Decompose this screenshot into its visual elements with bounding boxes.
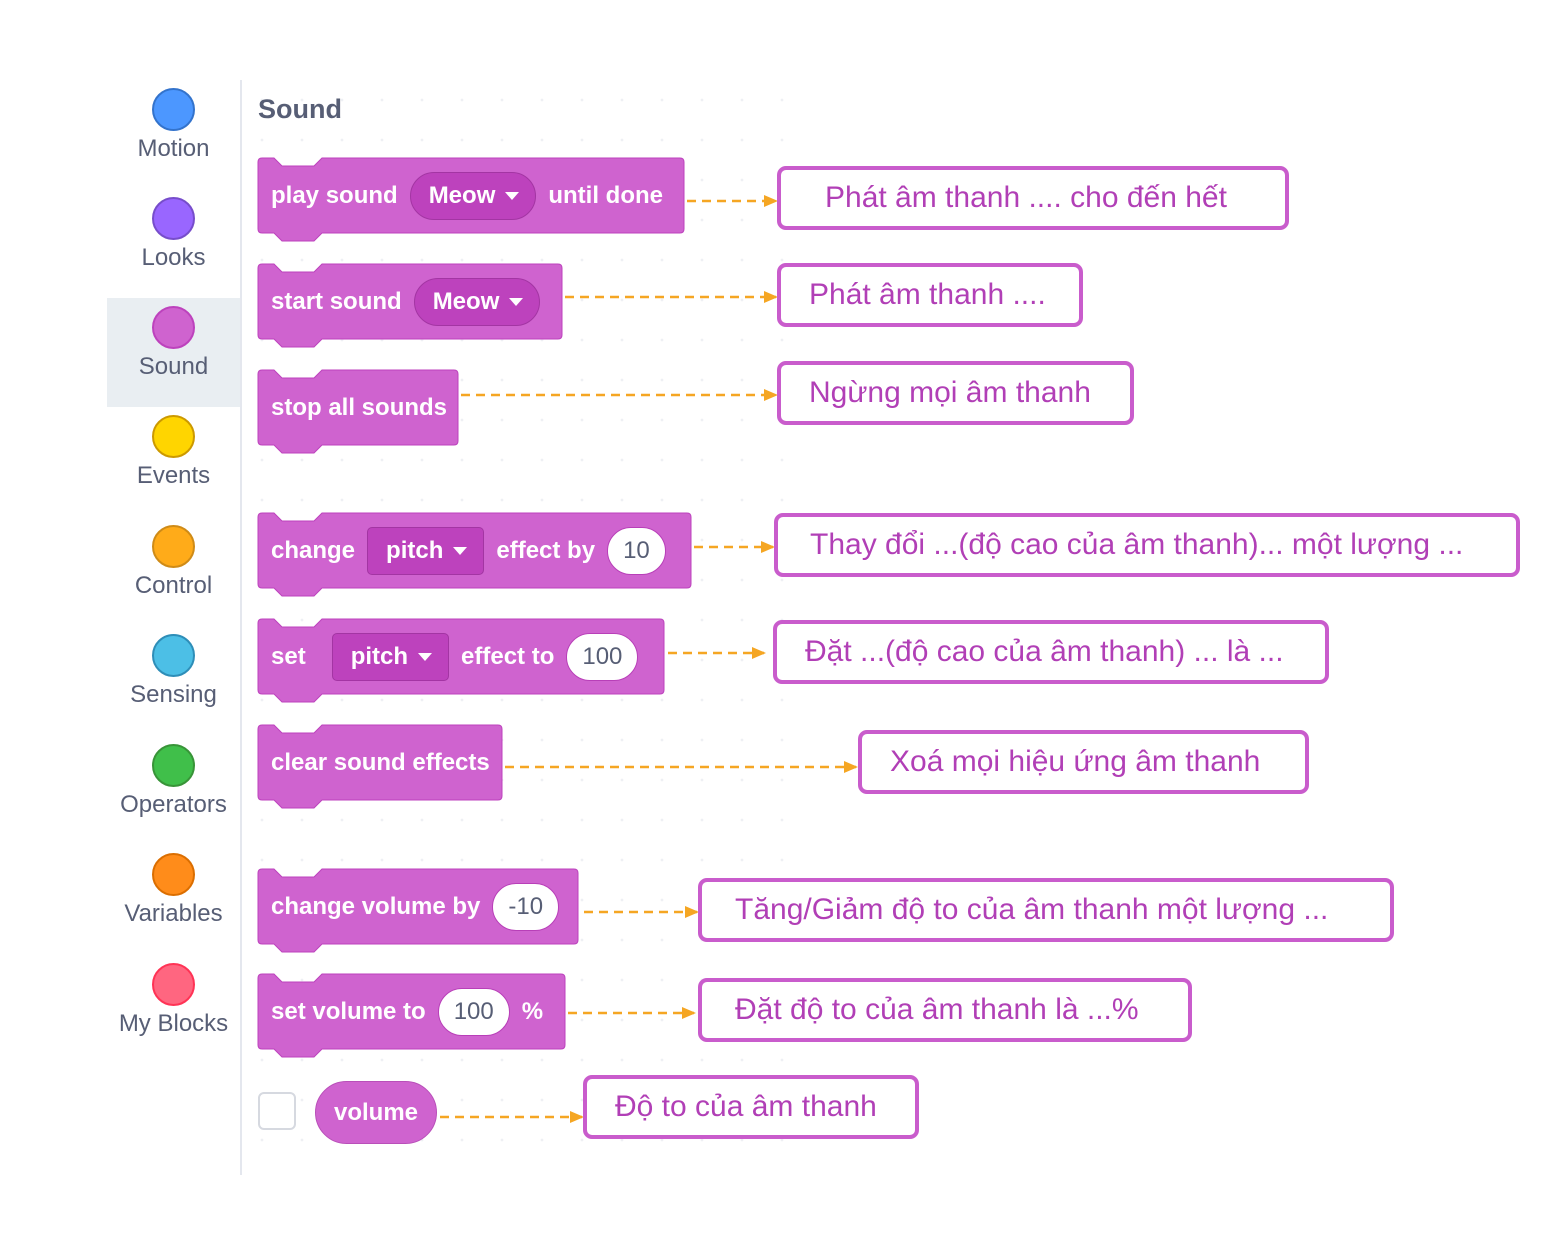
- category-sensing[interactable]: Sensing: [107, 626, 240, 735]
- block-text: clear sound effects: [271, 748, 490, 776]
- volume-value-input[interactable]: 100: [437, 987, 510, 1036]
- dropdown-caret-icon: [509, 297, 524, 306]
- operators-color-dot: [152, 744, 195, 787]
- block-body: [257, 724, 503, 809]
- my-blocks-color-dot: [152, 963, 195, 1006]
- block-shape: [257, 724, 503, 809]
- volume-amount-input[interactable]: -10: [492, 882, 560, 931]
- category-control[interactable]: Control: [107, 517, 240, 626]
- category-label: Sound: [138, 353, 209, 380]
- annotation-change-volume: Tăng/Giảm độ to của âm thanh một lượng .…: [698, 878, 1394, 942]
- category-my-blocks[interactable]: My Blocks: [107, 955, 240, 1064]
- annotation-set-effect: Đặt ...(độ cao của âm thanh) ... là ...: [773, 620, 1329, 684]
- annotation-volume-reporter: Độ to của âm thanh: [583, 1075, 919, 1139]
- motion-color-dot: [152, 88, 195, 131]
- dropdown-caret-icon: [505, 191, 520, 200]
- effect-amount-input[interactable]: 10: [607, 526, 666, 575]
- block-text: start sound: [271, 287, 402, 315]
- variables-color-dot: [152, 853, 195, 896]
- looks-color-dot: [152, 197, 195, 240]
- dropdown-caret-icon: [418, 652, 433, 661]
- category-label: Operators: [120, 791, 227, 818]
- category-variables[interactable]: Variables: [107, 845, 240, 954]
- sound-dropdown[interactable]: Meow: [413, 277, 541, 326]
- category-label: Looks: [141, 244, 206, 271]
- control-color-dot: [152, 525, 195, 568]
- block-text: stop all sounds: [271, 393, 448, 421]
- category-label: Control: [134, 572, 213, 599]
- category-looks[interactable]: Looks: [107, 189, 240, 298]
- category-label: Variables: [124, 900, 223, 927]
- annotation-change-effect: Thay đổi ...(độ cao của âm thanh)... một…: [774, 513, 1520, 577]
- block-text: effect to: [461, 642, 555, 670]
- block-text: set: [271, 642, 306, 670]
- sensing-color-dot: [152, 634, 195, 677]
- annotation-text: Đặt ...(độ cao của âm thanh) ... là ...: [805, 635, 1284, 668]
- block-shape: [257, 369, 459, 454]
- volume-reporter-block[interactable]: volume: [315, 1081, 437, 1144]
- category-motion[interactable]: Motion: [107, 80, 240, 189]
- block-text: volume: [333, 1098, 419, 1126]
- annotation-text: Ngừng mọi âm thanh: [809, 376, 1091, 409]
- category-events[interactable]: Events: [107, 407, 240, 516]
- dropdown-caret-icon: [453, 546, 468, 555]
- block-text: until done: [548, 181, 664, 209]
- category-sound[interactable]: Sound: [107, 298, 240, 407]
- annotation-text: Phát âm thanh ....: [809, 278, 1046, 311]
- annotation-text: Xoá mọi hiệu ứng âm thanh: [890, 745, 1261, 778]
- annotation-play-sound-until-done: Phát âm thanh .... cho đến hết: [777, 166, 1289, 230]
- category-label: My Blocks: [118, 1010, 229, 1037]
- effect-value-input[interactable]: 100: [566, 632, 639, 681]
- annotation-start-sound: Phát âm thanh ....: [777, 263, 1083, 327]
- dropdown-value: Meow: [432, 287, 500, 315]
- events-color-dot: [152, 415, 195, 458]
- category-label: Motion: [137, 135, 210, 162]
- dropdown-value: pitch: [350, 642, 409, 670]
- annotation-stop-all-sounds: Ngừng mọi âm thanh: [777, 361, 1134, 425]
- annotation-text: Tăng/Giảm độ to của âm thanh một lượng .…: [735, 893, 1329, 926]
- dropdown-value: pitch: [386, 536, 444, 564]
- annotation-text: Thay đổi ...(độ cao của âm thanh)... một…: [810, 528, 1464, 561]
- annotation-set-volume: Đặt độ to của âm thanh là ...%: [698, 978, 1192, 1042]
- annotation-text: Phát âm thanh .... cho đến hết: [825, 181, 1227, 214]
- block-text: effect by: [496, 536, 596, 564]
- block-text: change: [271, 536, 356, 564]
- annotation-clear-effects: Xoá mọi hiệu ứng âm thanh: [858, 730, 1309, 794]
- block-text: set volume to: [271, 997, 426, 1025]
- block-body: [257, 369, 459, 454]
- sound-color-dot: [152, 306, 195, 349]
- category-menu: Motion Looks Sound Events Control Sensin…: [107, 80, 242, 1175]
- annotation-text: Độ to của âm thanh: [615, 1090, 877, 1123]
- annotation-text: Đặt độ to của âm thanh là ...%: [735, 993, 1139, 1026]
- palette-section-title: Sound: [258, 94, 342, 124]
- dropdown-value: Meow: [428, 181, 496, 209]
- category-label: Events: [136, 462, 211, 489]
- category-label: Sensing: [130, 681, 217, 708]
- block-text: play sound: [271, 181, 398, 209]
- block-text: %: [521, 997, 544, 1025]
- sound-dropdown[interactable]: Meow: [409, 171, 537, 220]
- volume-monitor-checkbox[interactable]: [258, 1092, 296, 1130]
- category-operators[interactable]: Operators: [107, 736, 240, 845]
- effect-dropdown[interactable]: pitch: [331, 632, 450, 681]
- block-text: change volume by: [271, 892, 481, 920]
- effect-dropdown[interactable]: pitch: [367, 526, 485, 575]
